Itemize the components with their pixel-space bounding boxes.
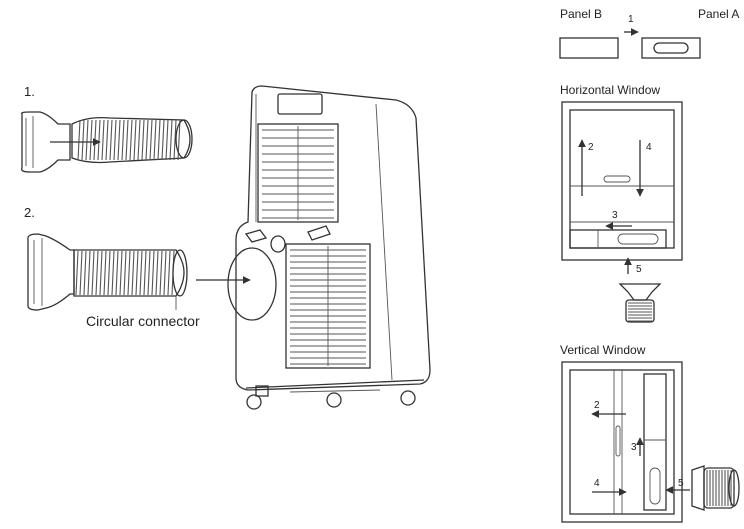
horizontal-window-label: Horizontal Window (560, 83, 660, 97)
decor-line (137, 119, 141, 161)
hw-step-3: 3 (612, 210, 618, 221)
step-1-hose-assembly (21, 111, 193, 173)
decor-line (105, 119, 109, 161)
decor-line (109, 119, 113, 161)
hw-step-5: 5 (636, 264, 642, 275)
decor-line (85, 119, 89, 161)
panel-a-label: Panel A (698, 7, 739, 21)
decor-line (89, 119, 93, 161)
decor-line (119, 250, 123, 296)
step-1-number: 1. (24, 84, 35, 99)
panel-b-label: Panel B (560, 7, 602, 21)
decor-line (155, 250, 159, 296)
decor-line (127, 250, 131, 296)
decor-line (111, 250, 115, 296)
panel-step-number: 1 (628, 14, 634, 25)
circular-connector-label: Circular connector (86, 313, 200, 329)
panel-b (559, 37, 619, 59)
decor-line (91, 250, 95, 296)
hw-step-4: 4 (646, 142, 652, 153)
decor-line (129, 119, 133, 161)
decor-line (75, 250, 79, 296)
decor-line (77, 119, 81, 161)
hw-step-2: 2 (588, 142, 594, 153)
step-2-hose-assembly: Circular connector (27, 233, 251, 329)
decor-line (165, 119, 169, 161)
vw-step-5: 5 (678, 478, 684, 489)
decor-line (125, 119, 129, 161)
decor-line (141, 119, 145, 161)
decor-line (173, 119, 177, 161)
decor-line (153, 119, 157, 161)
vw-step-4: 4 (594, 478, 600, 489)
vertical-window-diagram: Vertical Window 2 3 4 5 (560, 343, 740, 523)
decor-line (163, 250, 167, 296)
panel-a (641, 37, 701, 59)
decor-line (147, 250, 151, 296)
decor-line (99, 250, 103, 296)
decor-line (103, 250, 107, 296)
decor-line (143, 250, 147, 296)
hose-step-2 (73, 249, 188, 297)
decor-line (93, 119, 97, 161)
decor-line (95, 250, 99, 296)
decor-line (79, 250, 83, 296)
decor-line (115, 250, 119, 296)
decor-line (167, 250, 171, 296)
decor-line (159, 250, 163, 296)
window-panels: Panel B Panel A 1 (559, 7, 739, 59)
horizontal-window-diagram: Horizontal Window 2 4 3 5 (560, 83, 683, 323)
vertical-window-label: Vertical Window (560, 343, 646, 357)
decor-line (123, 250, 127, 296)
hose-step-1 (71, 116, 193, 164)
decor-line (107, 250, 111, 296)
step-2-number: 2. (24, 205, 35, 220)
vw-step-3: 3 (631, 442, 637, 453)
decor-line (117, 119, 121, 161)
decor-line (161, 119, 165, 161)
decor-line (157, 119, 161, 161)
decor-line (151, 250, 155, 296)
decor-line (81, 119, 85, 161)
decor-line (131, 250, 135, 296)
decor-line (139, 250, 143, 296)
decor-line (169, 119, 173, 161)
decor-line (121, 119, 125, 161)
decor-line (145, 119, 149, 161)
decor-line (101, 119, 105, 161)
decor-line (83, 250, 87, 296)
vw-step-2: 2 (594, 400, 600, 411)
decor-line (97, 119, 101, 161)
decor-line (133, 119, 137, 161)
decor-line (149, 119, 153, 161)
decor-line (113, 119, 117, 161)
decor-line (135, 250, 139, 296)
air-conditioner-unit (227, 85, 431, 410)
decor-line (87, 250, 91, 296)
